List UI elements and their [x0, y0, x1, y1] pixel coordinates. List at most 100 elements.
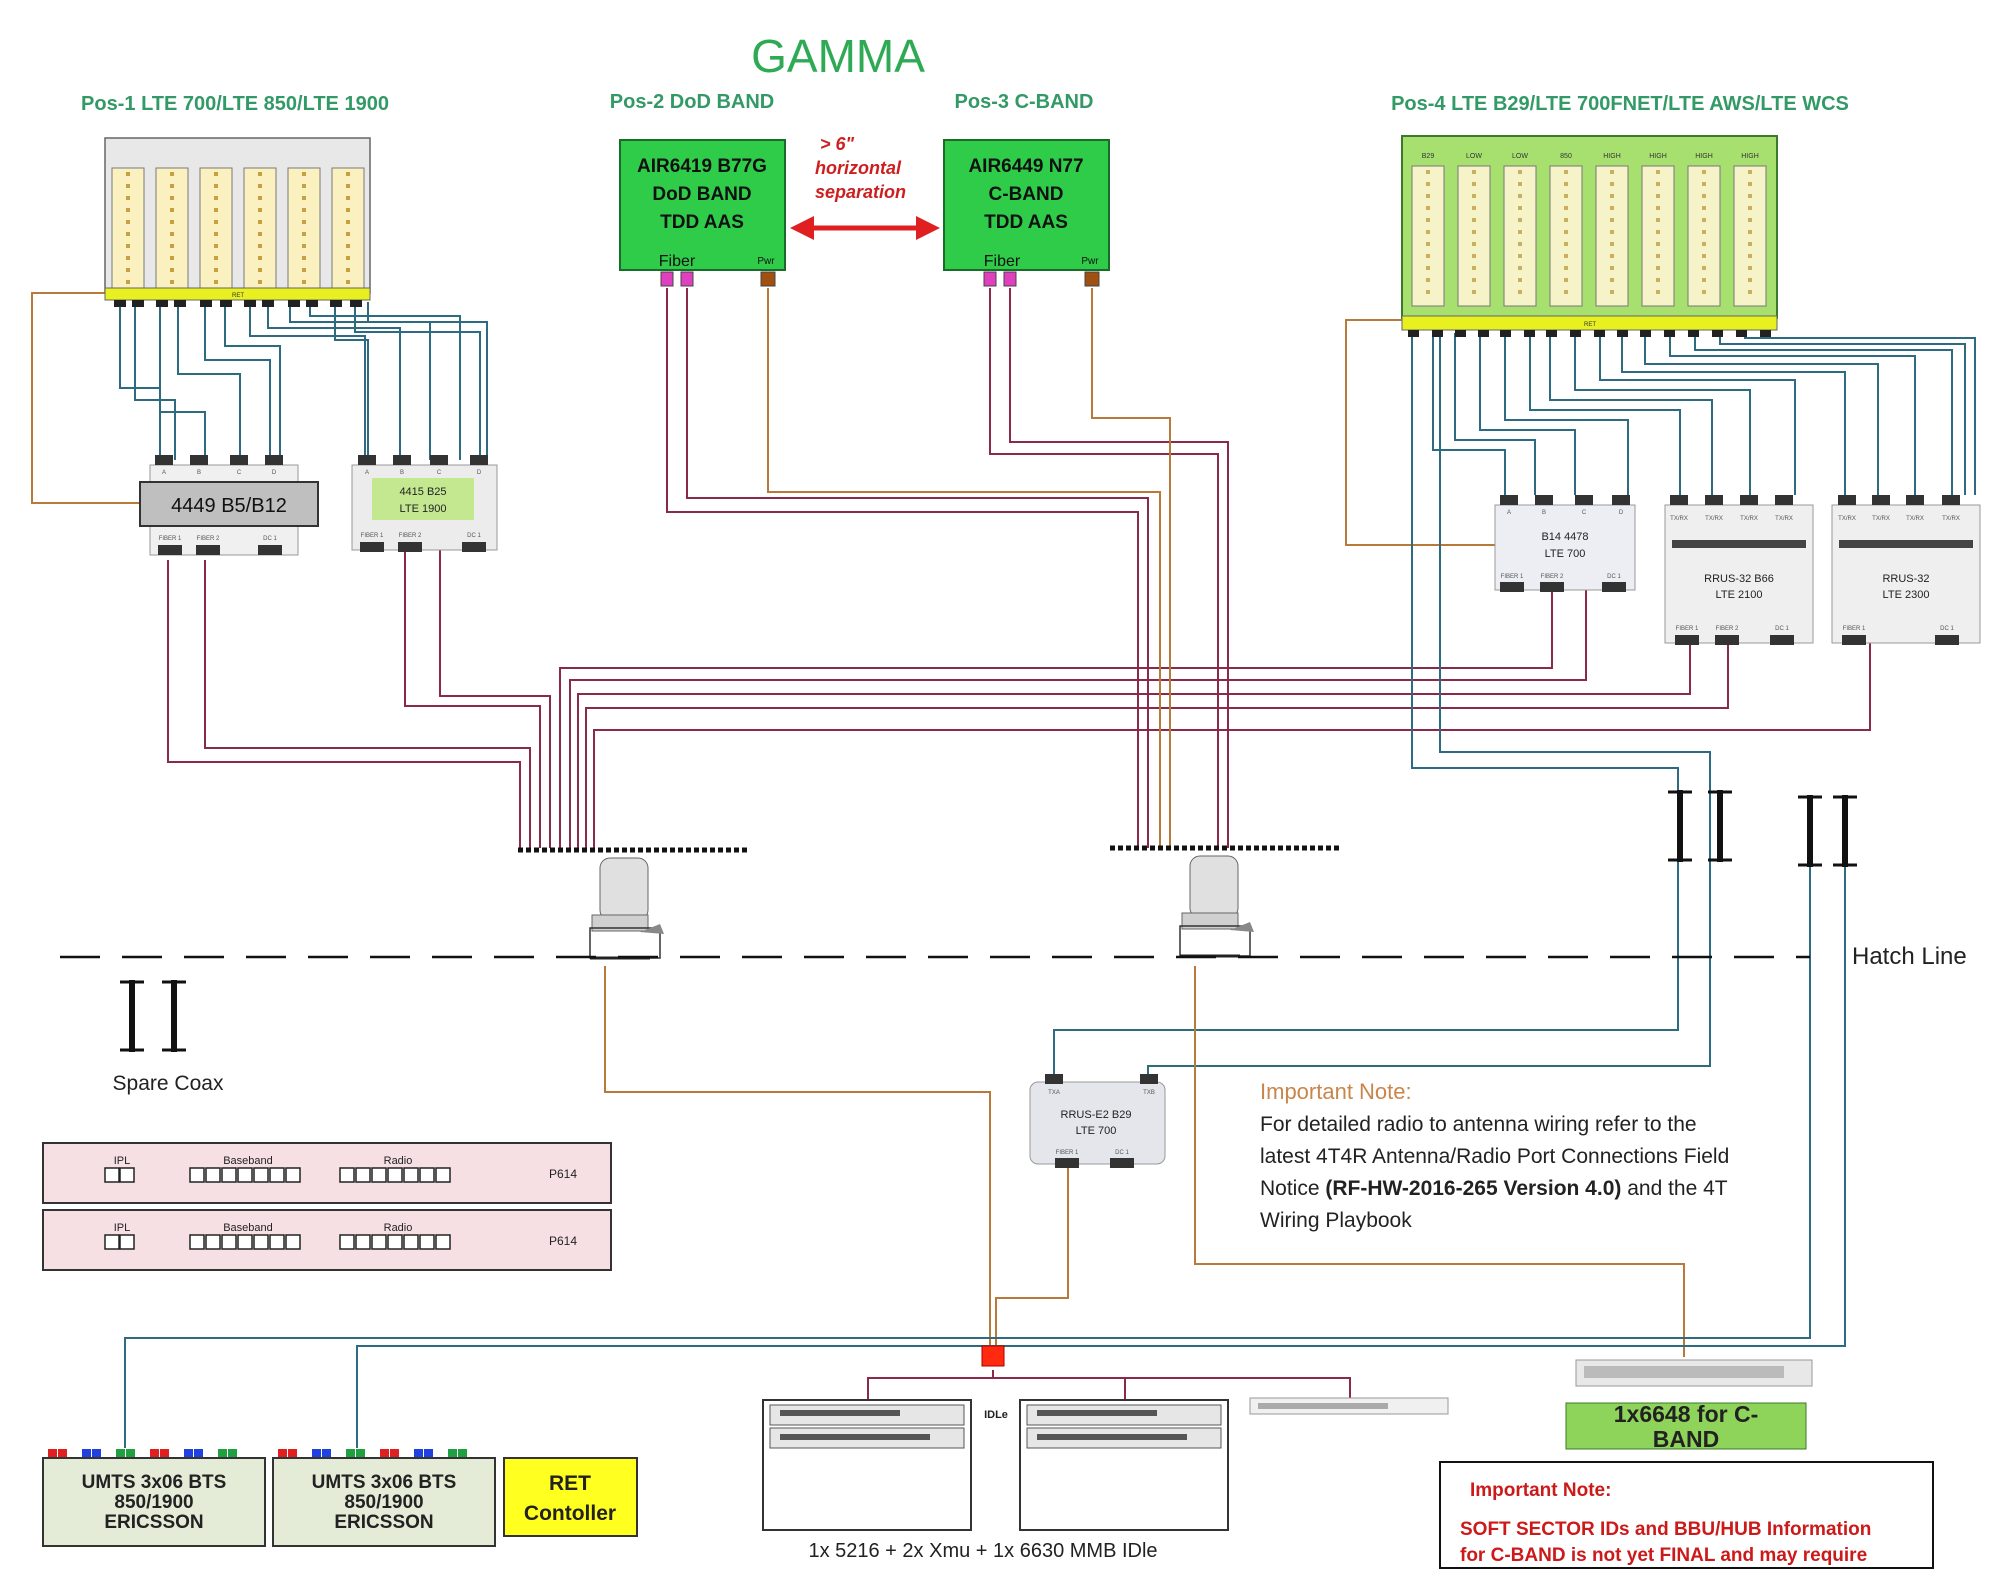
p614-panel-2: IPL Baseband Radio P614 [42, 1209, 612, 1271]
air-dod-pwr-label: Pwr [757, 256, 775, 267]
r4415-line2: LTE 1900 [400, 503, 447, 515]
radio-4449: A B C D FIBER 1 FIBER 2 DC 1 4449 B5/B12 [139, 455, 319, 556]
note1-title: Important Note: [1260, 1079, 1412, 1104]
fiber-splitter [981, 1345, 1005, 1367]
rrus29-port-txa: TXA [1048, 1090, 1060, 1096]
rrus32-bottom-1: FIBER 1 [1843, 626, 1866, 632]
important-note-2: Important Note: SOFT SECTOR IDs and BBU/… [1439, 1461, 1934, 1569]
umts1-line2: 850/1900 [114, 1492, 193, 1513]
rrus66-port-1: TX/RX [1670, 516, 1688, 522]
rrus32-port-4: TX/RX [1942, 516, 1960, 522]
radio-rrus32-2300: RRUS-32 LTE 2300 TX/RX TX/RX TX/RX TX/RX… [1831, 495, 1981, 645]
r4415-bottom-1: FIBER 1 [361, 533, 384, 539]
r4449-bottom-3: DC 1 [263, 536, 277, 542]
rrus32-port-3: TX/RX [1906, 516, 1924, 522]
p614-2-id: P614 [549, 1234, 577, 1248]
note1-line1: For detailed radio to antenna wiring ref… [1260, 1113, 1697, 1136]
spare-coax-symbol-right-2 [1798, 795, 1857, 867]
r4449-label: 4449 B5/B12 [171, 495, 287, 517]
air-cband-line1: AIR6449 N77 [968, 156, 1083, 177]
air-dod-fiber-label: Fiber [659, 253, 696, 270]
pos4-band-6: HIGH [1649, 153, 1667, 160]
ret-controller-line2: Contoller [524, 1502, 616, 1525]
rrus32-port-2: TX/RX [1872, 516, 1890, 522]
r4449-port-b: B [197, 470, 201, 476]
rb14-port-d: D [1619, 510, 1624, 516]
r4415-port-c: C [437, 470, 442, 476]
rb14-port-a: A [1507, 510, 1511, 516]
rb14-bottom-3: DC 1 [1607, 574, 1621, 580]
pos4-band-2: LOW [1466, 153, 1482, 160]
r4415-port-b: B [400, 470, 404, 476]
rrus29-line1: RRUS-E2 B29 [1061, 1109, 1132, 1121]
rrus29-line2: LTE 700 [1076, 1125, 1117, 1137]
air6449-cband-antenna: AIR6449 N77 C-BAND TDD AAS Fiber Pwr [943, 139, 1110, 287]
rrus66-line1: RRUS-32 B66 [1704, 573, 1774, 585]
umts2-line1: UMTS 3x06 BTS [312, 1472, 457, 1493]
radio-rrus32-b66: RRUS-32 B66 LTE 2100 TX/RX TX/RX TX/RX T… [1664, 495, 1814, 645]
cables [31, 288, 1976, 1448]
rrus32-line1: RRUS-32 [1882, 573, 1929, 585]
r4449-port-c: C [237, 470, 242, 476]
air-dod-fiber-port-2 [680, 271, 694, 287]
rrus66-bottom-1: FIBER 1 [1676, 626, 1699, 632]
cband-box-line2: BAND [1653, 1426, 1719, 1452]
umts-bts-2: UMTS 3x06 BTS 850/1900 ERICSSON [272, 1449, 496, 1547]
p614-1-ipl: IPL [114, 1155, 131, 1167]
cband-6648-unit: 1x6648 for C- BAND [1565, 1359, 1813, 1452]
rrus66-port-4: TX/RX [1775, 516, 1793, 522]
umts2-line2: 850/1900 [344, 1492, 423, 1513]
hatch-line-label: Hatch Line [1852, 943, 1967, 970]
rrus29-bottom-2: DC 1 [1115, 1150, 1129, 1156]
air6419-dod-antenna: AIR6419 B77G DoD BAND TDD AAS Fiber Pwr [619, 139, 786, 287]
umts2-line3: ERICSSON [334, 1512, 433, 1533]
r4415-line1: 4415 B25 [399, 486, 446, 498]
r4449-bottom-2: FIBER 2 [197, 536, 220, 542]
bbu-cabinet-2 [1019, 1399, 1229, 1531]
bbu-caption: 1x 5216 + 2x Xmu + 1x 6630 MMB IDle [808, 1540, 1157, 1562]
umts1-line1: UMTS 3x06 BTS [82, 1472, 227, 1493]
cband-box-line1: 1x6648 for C- [1614, 1401, 1758, 1427]
pos4-band-5: HIGH [1603, 153, 1621, 160]
umts1-line3: ERICSSON [104, 1512, 203, 1533]
rb14-line1: B14 4478 [1541, 531, 1588, 543]
radio-rrus-e2-b29: RRUS-E2 B29 LTE 700 TXA TXB FIBER 1 DC 1 [1029, 1074, 1166, 1168]
pos4-band-8: HIGH [1741, 153, 1759, 160]
air-cband-line2: C-BAND [989, 184, 1064, 205]
spare-coax-symbol-right-1 [1668, 790, 1732, 862]
r4449-bottom-1: FIBER 1 [159, 536, 182, 542]
pos4-band-7: HIGH [1695, 153, 1713, 160]
right-hatch-bundle [1110, 845, 1340, 958]
pos1-heading: Pos-1 LTE 700/LTE 850/LTE 1900 [81, 93, 389, 115]
rrus32-line2: LTE 2300 [1883, 589, 1930, 601]
note1-line2: latest 4T4R Antenna/Radio Port Connectio… [1260, 1145, 1729, 1168]
note2-line2: for C-BAND is not yet FINAL and may requ… [1460, 1545, 1867, 1566]
p614-2-radio: Radio [384, 1222, 413, 1234]
separation-line3: separation [815, 182, 906, 202]
separation-line2: horizontal [815, 158, 902, 178]
ret-controller-line1: RET [549, 1472, 591, 1495]
r4415-port-d: D [477, 470, 482, 476]
r4449-port-d: D [272, 470, 277, 476]
p614-2-baseband: Baseband [223, 1222, 273, 1234]
bbu-shelf-3 [1249, 1397, 1449, 1415]
air-dod-fiber-port-1 [660, 271, 674, 287]
rrus29-port-txb: TXB [1143, 1090, 1155, 1096]
air-cband-pwr-label: Pwr [1081, 256, 1099, 267]
p614-2-ipl: IPL [114, 1222, 131, 1234]
rrus66-bottom-2: FIBER 2 [1716, 626, 1739, 632]
pos4-band-3: LOW [1512, 153, 1528, 160]
left-hatch-bundle [518, 847, 750, 960]
spare-coax-label: Spare Coax [113, 1072, 224, 1095]
note2-title: Important Note: [1470, 1480, 1611, 1501]
note2-line1: SOFT SECTOR IDs and BBU/HUB Information [1460, 1519, 1871, 1540]
separation-arrow [790, 216, 940, 240]
spare-coax-symbol [120, 980, 186, 1052]
air-cband-pwr-port [1084, 271, 1100, 287]
pos1-antenna: RET [104, 137, 371, 307]
rb14-line2: LTE 700 [1545, 548, 1586, 560]
radio-4415: 4415 B25 LTE 1900 A B C D FIBER 1 FIBER … [351, 455, 498, 552]
p614-1-radio: Radio [384, 1155, 413, 1167]
pos4-ret-label: RET [1584, 322, 1596, 328]
